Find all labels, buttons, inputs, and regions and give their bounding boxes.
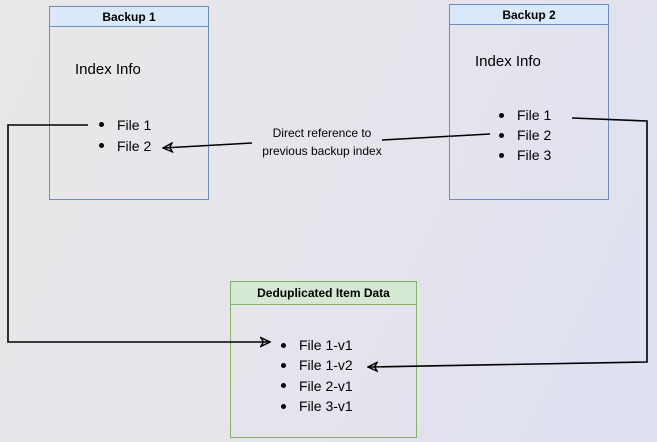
list-item: File 1-v2: [281, 355, 353, 375]
list-item: File 1: [99, 114, 151, 135]
bullet-icon: [281, 383, 286, 389]
backup2-file-list: File 1 File 2 File 3: [499, 105, 551, 165]
backup2-index-info-label: Index Info: [475, 53, 541, 70]
dedup-item-1: File 1-v1: [299, 337, 353, 354]
backup1-box: Backup 1: [49, 6, 209, 200]
annotation-line-1: Direct reference to: [272, 126, 372, 140]
backup1-file-1: File 1: [117, 116, 152, 133]
list-item: File 2-v1: [281, 376, 353, 396]
list-item: File 2: [499, 125, 551, 145]
dedup-item-list: File 1-v1 File 1-v2 File 2-v1 File 3-v1: [281, 335, 353, 416]
backup1-index-info-label: Index Info: [75, 61, 141, 78]
bullet-icon: [281, 403, 286, 409]
list-item: File 1-v1: [281, 335, 353, 355]
list-item: File 1: [499, 105, 551, 125]
bullet-icon: [499, 132, 504, 138]
backup2-file-2: File 2: [517, 127, 552, 143]
dedup-item-4: File 3-v1: [299, 398, 353, 415]
list-item: File 3-v1: [281, 396, 353, 416]
dedup-item-2: File 1-v2: [299, 357, 353, 374]
backup1-file-2: File 2: [117, 137, 152, 154]
annotation-line-2: previous backup index: [262, 144, 382, 158]
backup2-title: Backup 2: [502, 8, 556, 22]
backup1-title: Backup 1: [102, 10, 156, 24]
bullet-icon: [99, 122, 104, 127]
list-item: File 2: [99, 135, 151, 156]
backup2-box: Backup 2: [449, 4, 609, 200]
annotation-direct-reference: Direct reference to previous backup inde…: [232, 124, 412, 160]
dedup-title: Deduplicated Item Data: [257, 286, 390, 300]
bullet-icon: [499, 112, 504, 118]
backup2-header: Backup 2: [450, 5, 608, 25]
bullet-icon: [281, 362, 286, 368]
backup2-file-3: File 3: [517, 147, 552, 163]
backup1-file-list: File 1 File 2: [99, 114, 151, 156]
bullet-icon: [499, 152, 504, 158]
list-item: File 3: [499, 145, 551, 165]
backup1-header: Backup 1: [50, 7, 208, 27]
bullet-icon: [99, 143, 104, 148]
backup2-file-1: File 1: [517, 107, 552, 123]
bullet-icon: [281, 342, 286, 348]
dedup-header: Deduplicated Item Data: [231, 282, 416, 305]
dedup-item-3: File 2-v1: [299, 377, 353, 394]
